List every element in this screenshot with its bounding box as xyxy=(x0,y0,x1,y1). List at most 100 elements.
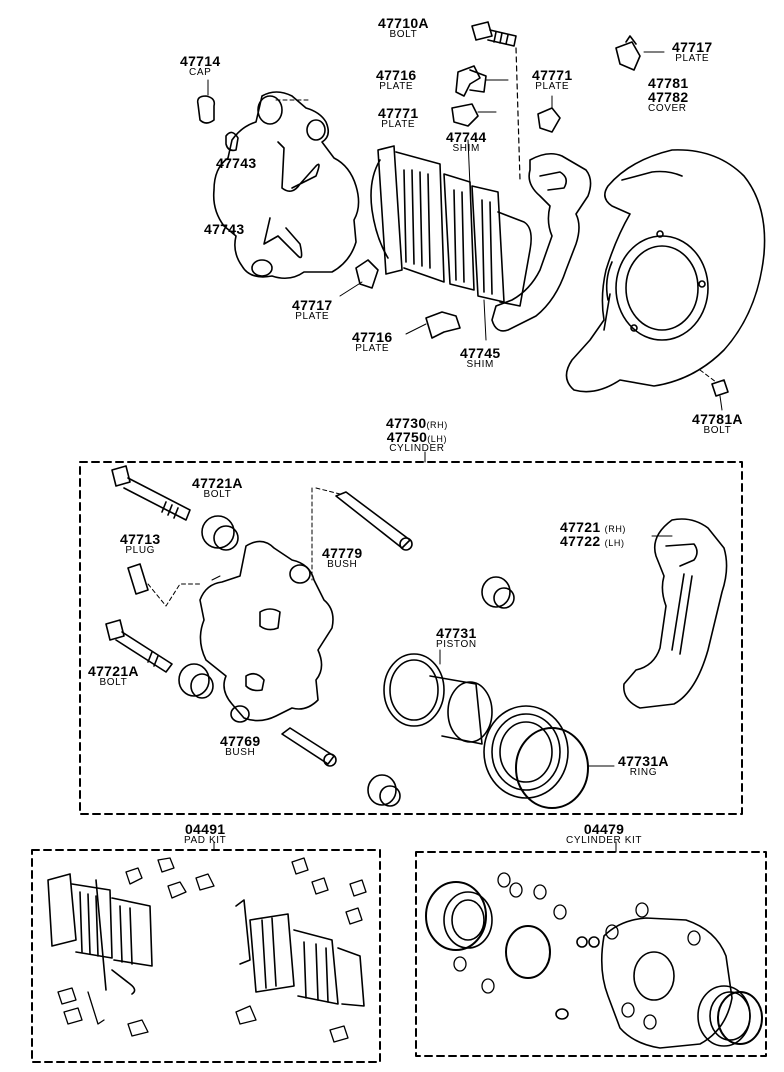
label-number: 47781 xyxy=(648,75,689,91)
label-ring-47731a: 47731A RING xyxy=(618,754,669,778)
label-plate-47717-top: 47717 PLATE xyxy=(672,40,712,64)
label-bolt-47721a-low: 47721A BOLT xyxy=(88,664,139,688)
label-plate-47771-mid: 47771 PLATE xyxy=(378,106,418,130)
label-name: PLATE xyxy=(675,53,710,64)
label-number: 47730 xyxy=(386,415,427,431)
label-side-alt: (LH) xyxy=(604,538,625,548)
support-47721-part xyxy=(623,518,728,709)
label-name: BOLT xyxy=(203,489,232,500)
plate-47771-right-part xyxy=(537,95,561,133)
label-name: BUSH xyxy=(327,559,358,570)
label-cylinder-group: 47730(RH) 47750(LH) CYLINDER xyxy=(386,416,448,454)
pad-kit-parts xyxy=(47,857,367,1043)
label-number: 47731 xyxy=(436,625,477,641)
label-number: 47714 xyxy=(180,53,221,69)
cylinder-group-box xyxy=(79,461,743,815)
label-name: PAD KIT xyxy=(184,835,227,846)
label-plug-47713: 47713 PLUG xyxy=(120,532,160,556)
cylinder-kit-parts xyxy=(425,872,763,1049)
label-name: BOLT xyxy=(99,677,128,688)
label-name: CYLINDER KIT xyxy=(566,835,643,846)
boot-low-part xyxy=(178,663,214,699)
label-name: COVER xyxy=(648,103,687,114)
plate-47716-low-part xyxy=(405,311,461,339)
mounting-bracket-top xyxy=(491,152,592,332)
label-cylinder-kit: 04479 CYLINDER KIT xyxy=(566,822,642,846)
pad-kit-box xyxy=(31,849,381,1063)
label-name: RING xyxy=(629,767,658,778)
bolt-47721a-low-part xyxy=(105,619,173,673)
label-number: 47745 xyxy=(460,345,501,361)
boot-top-part xyxy=(201,515,239,551)
label-bush-47769: 47769 BUSH xyxy=(220,734,260,758)
label-name: PISTON xyxy=(436,639,477,650)
label-name: PLATE xyxy=(379,81,414,92)
label-number: 47721A xyxy=(192,475,243,491)
label-bolt-47721a-top: 47721A BOLT xyxy=(192,476,243,500)
label-number: 47721A xyxy=(88,663,139,679)
label-name: CAP xyxy=(189,67,212,78)
bolt-47710a-part xyxy=(471,21,521,181)
label-number: 47743 xyxy=(204,221,245,237)
label-number-alt: 47722 xyxy=(560,533,601,549)
label-plate-47717-low: 47717 PLATE xyxy=(292,298,332,322)
spring-47743-part xyxy=(263,141,320,259)
label-number: 47769 xyxy=(220,733,261,749)
label-number: 47744 xyxy=(446,129,487,145)
label-side: (RH) xyxy=(426,420,448,430)
label-name: SHIM xyxy=(466,359,494,370)
label-number: 47743 xyxy=(216,155,257,171)
pad-shim-stack-top xyxy=(370,139,532,341)
ring-47731a-part xyxy=(515,727,615,809)
label-number-row: 47730(RH) xyxy=(386,416,448,430)
bolt-47781a-part xyxy=(711,379,729,411)
label-number: 47779 xyxy=(322,545,363,561)
dust-cover xyxy=(565,149,766,393)
cylinder-kit-box xyxy=(415,851,767,1057)
label-plate-47716-low: 47716 PLATE xyxy=(352,330,392,354)
label-number: 47717 xyxy=(672,39,713,55)
bolt-47721a-top-part xyxy=(111,465,191,521)
label-cap-47714: 47714 CAP xyxy=(180,54,220,78)
plate-47717-top-part xyxy=(615,35,665,71)
label-number-alt: 47750 xyxy=(386,429,428,445)
label-number-row-alt: 47750(LH) xyxy=(386,430,448,444)
label-bush-47779: 47779 BUSH xyxy=(322,546,362,570)
label-number: 47721 xyxy=(560,519,601,535)
caliper-body-cylinder xyxy=(199,540,334,723)
label-number: 04479 xyxy=(583,821,625,837)
label-piston-47731: 47731 PISTON xyxy=(436,626,477,650)
label-spring-47743-top: 47743 xyxy=(216,156,256,170)
label-support-47721: 47721 (RH) 47722 (LH) xyxy=(560,520,626,548)
piston-47731-part xyxy=(383,649,569,799)
label-name: PLATE xyxy=(381,119,416,130)
cap-47714-part xyxy=(196,79,216,124)
label-side-alt: (LH) xyxy=(427,434,448,444)
label-number: 04491 xyxy=(184,821,226,837)
label-shim-47744: 47744 SHIM xyxy=(446,130,486,154)
label-number: 47710A xyxy=(378,15,429,31)
label-number-row-alt: 47722 (LH) xyxy=(560,534,626,548)
plate-47771-mid-part xyxy=(451,103,497,127)
label-number-alt: 47782 xyxy=(648,89,689,105)
caliper-body-top xyxy=(212,91,360,280)
boot-bottom-part xyxy=(367,774,401,807)
label-name: BUSH xyxy=(225,747,256,758)
bush-47779-part xyxy=(311,487,413,581)
plug-47713-part xyxy=(127,563,201,607)
plate-47716-top-part xyxy=(455,65,509,97)
label-number: 47781A xyxy=(692,411,743,427)
plate-47717-low-part xyxy=(339,259,379,297)
label-number: 47716 xyxy=(352,329,393,345)
label-name: BOLT xyxy=(703,425,732,436)
label-name: PLATE xyxy=(295,311,330,322)
label-plate-47771-right: 47771 PLATE xyxy=(532,68,572,92)
label-number: 47771 xyxy=(532,67,573,83)
label-name: CYLINDER xyxy=(389,443,445,454)
label-bolt-47781a: 47781A BOLT xyxy=(692,412,743,436)
boot-right-part xyxy=(481,576,515,609)
label-side: (RH) xyxy=(604,524,627,534)
label-bolt-47710a: 47710A BOLT xyxy=(378,16,429,40)
label-plate-47716-top: 47716 PLATE xyxy=(376,68,416,92)
